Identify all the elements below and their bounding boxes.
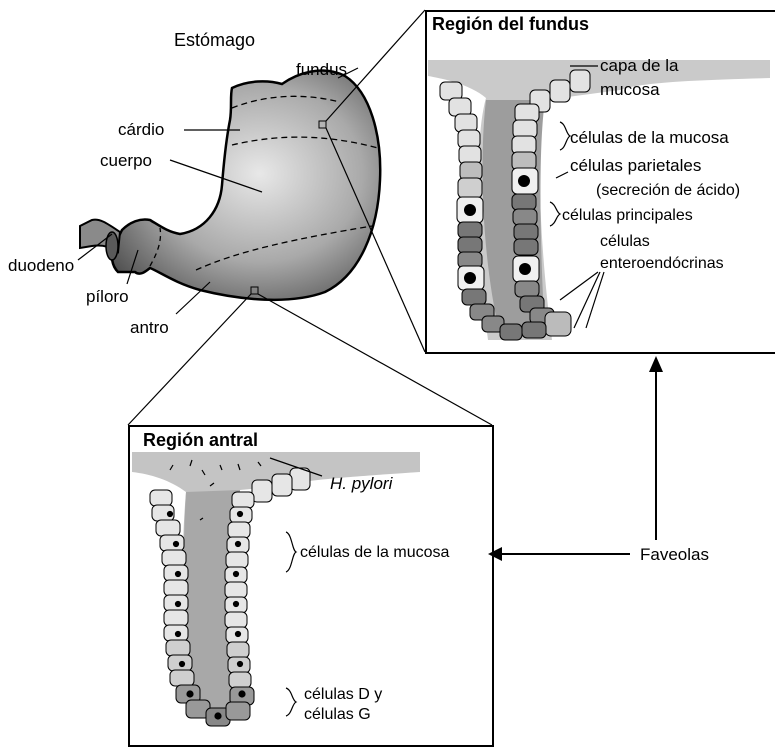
fundus-panel-title: Región del fundus [432, 14, 589, 35]
label-parietales: células parietales [570, 156, 701, 176]
stomach-title: Estómago [174, 30, 255, 50]
arrow-up-head [649, 356, 663, 372]
label-celulas-d: células D y [304, 685, 382, 705]
label-capa-mucosa-2: mucosa [600, 80, 660, 100]
label-cuerpo: cuerpo [100, 151, 152, 171]
label-enteroendocrinas-2: enteroendócrinas [600, 254, 724, 274]
label-parietales-sub: (secreción de ácido) [596, 181, 740, 201]
label-principales: células principales [562, 206, 693, 226]
label-enteroendocrinas-1: células [600, 232, 650, 252]
label-capa-mucosa: capa de la [600, 56, 678, 76]
label-faveolas: Faveolas [640, 545, 709, 565]
label-piloro: píloro [86, 287, 129, 307]
stomach-illustration [80, 71, 380, 300]
label-h-pylori: H. pylori [330, 474, 392, 494]
antral-panel-title: Región antral [143, 430, 258, 451]
label-antro: antro [130, 318, 169, 338]
faveolas-arrows [500, 370, 656, 554]
label-cardio: cárdio [118, 120, 164, 140]
label-fundus-celulas-mucosa: células de la mucosa [570, 128, 729, 148]
label-duodeno: duodeno [8, 256, 74, 276]
label-fundus: fundus [296, 60, 347, 80]
label-celulas-g: células G [304, 705, 371, 725]
label-antral-celulas-mucosa: células de la mucosa [300, 543, 449, 563]
